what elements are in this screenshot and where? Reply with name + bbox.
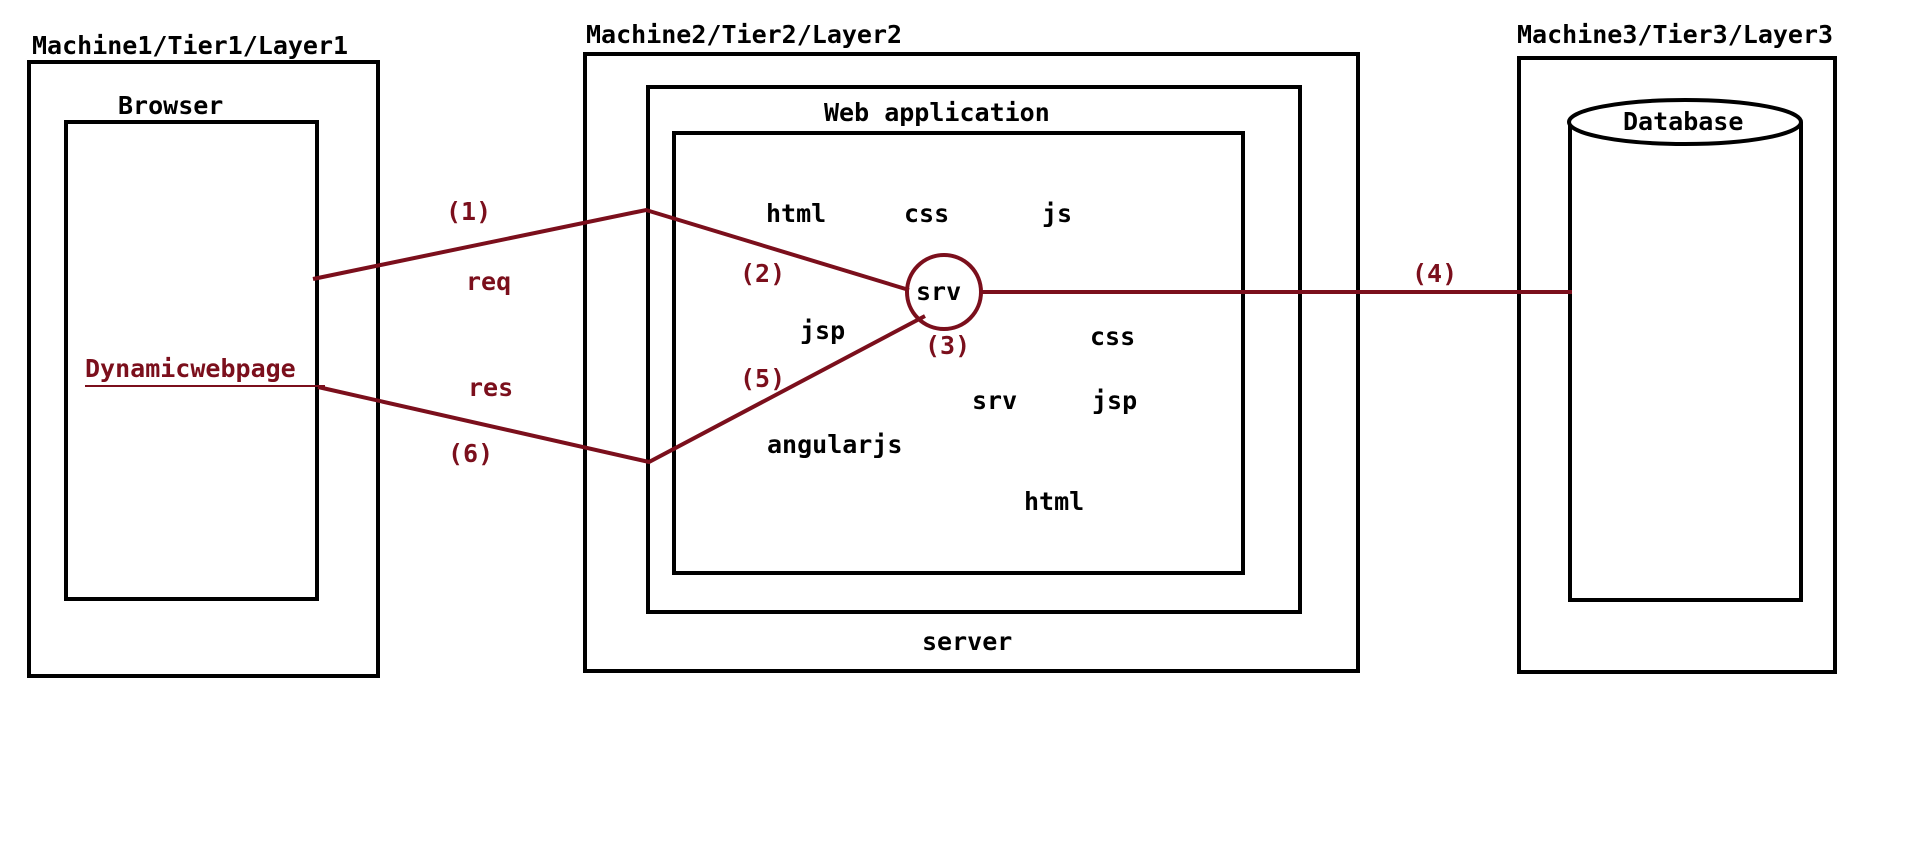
request-path: [312, 207, 910, 292]
server-label: server: [922, 627, 1012, 656]
step-3-label: (3): [925, 331, 970, 360]
file-angularjs: angularjs: [767, 430, 902, 459]
browser-box: [64, 120, 319, 601]
file-srv: srv: [972, 386, 1017, 415]
web-application-label: Web application: [824, 98, 1050, 127]
response-path: [317, 314, 926, 465]
machine1-title: Machine1/Tier1/Layer1: [32, 31, 348, 60]
file-css: css: [904, 199, 949, 228]
file-jsp: jsp: [800, 316, 845, 345]
database-icon: [1567, 98, 1803, 146]
file-jsp-2: jsp: [1092, 386, 1137, 415]
webapp-files-box: [672, 131, 1245, 575]
machine2-title: Machine2/Tier2/Layer2: [586, 20, 902, 49]
step-2-label: (2): [740, 259, 785, 288]
req-label: req: [466, 267, 511, 296]
file-html: html: [766, 199, 826, 228]
res-label: res: [468, 373, 513, 402]
step-4-label: (4): [1412, 259, 1457, 288]
file-css-2: css: [1090, 322, 1135, 351]
machine3-title: Machine3/Tier3/Layer3: [1517, 20, 1833, 49]
file-js: js: [1042, 199, 1072, 228]
step-6-label: (6): [448, 439, 493, 468]
machine2-box: [583, 52, 1360, 673]
database-label: Database: [1623, 107, 1743, 136]
servlet-label: srv: [916, 277, 961, 306]
file-html-2: html: [1024, 487, 1084, 516]
machine1-box: [27, 60, 380, 678]
step-1-label: (1): [446, 197, 491, 226]
database-cylinder-body: [1568, 122, 1803, 602]
step-5-label: (5): [740, 364, 785, 393]
machine3-box: [1517, 56, 1837, 674]
browser-label: Browser: [118, 91, 223, 120]
web-application-box: [646, 85, 1302, 614]
dynamic-webpage-label: Dynamicwebpage: [85, 354, 296, 383]
